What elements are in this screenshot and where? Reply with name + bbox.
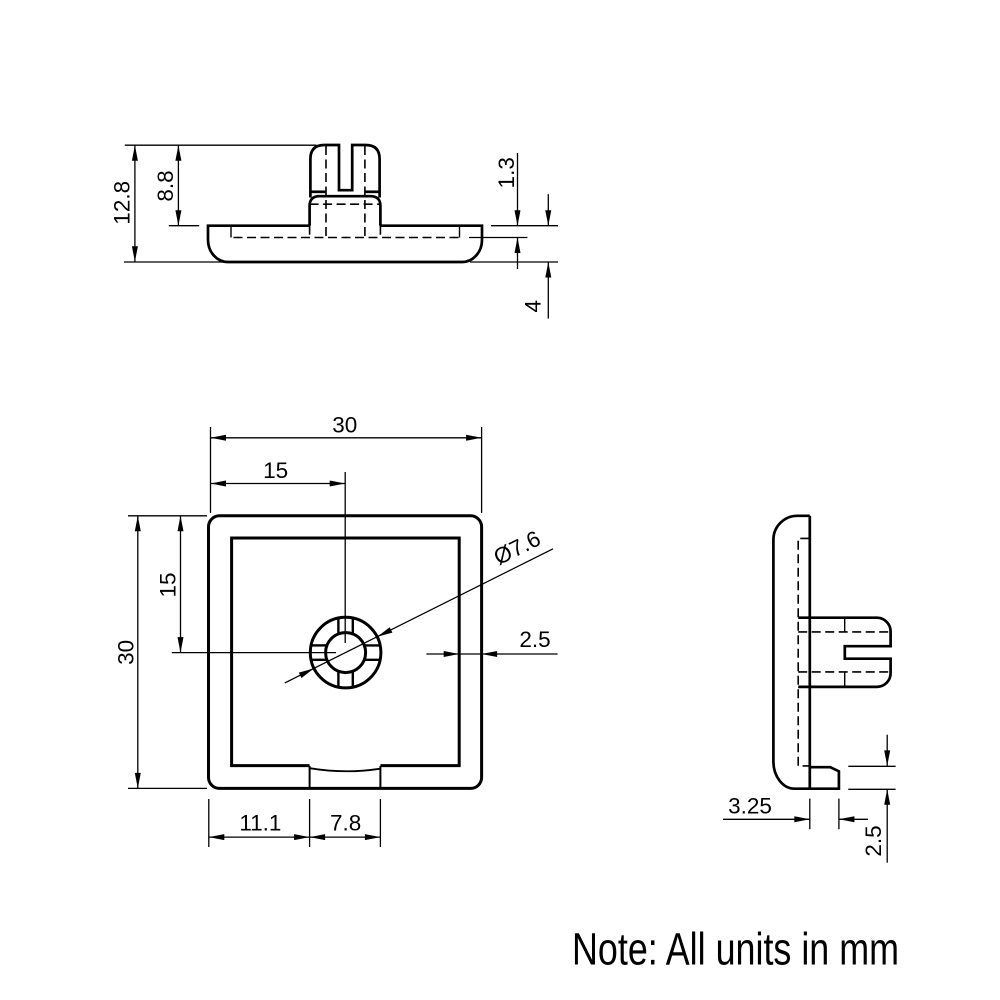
svg-text:30: 30 [113, 640, 138, 665]
svg-text:4: 4 [521, 300, 546, 313]
svg-text:15: 15 [263, 458, 288, 483]
svg-text:3.25: 3.25 [728, 793, 772, 818]
svg-text:7.8: 7.8 [330, 811, 361, 836]
svg-text:11.1: 11.1 [239, 811, 281, 836]
svg-text:2.5: 2.5 [861, 825, 886, 856]
svg-text:Note: All units in mm: Note: All units in mm [572, 924, 899, 975]
svg-text:15: 15 [155, 572, 180, 597]
svg-text:30: 30 [332, 412, 357, 437]
svg-text:8.8: 8.8 [153, 170, 178, 201]
svg-text:12.8: 12.8 [110, 181, 135, 225]
svg-text:2.5: 2.5 [519, 627, 550, 652]
svg-text:1.3: 1.3 [494, 157, 519, 188]
